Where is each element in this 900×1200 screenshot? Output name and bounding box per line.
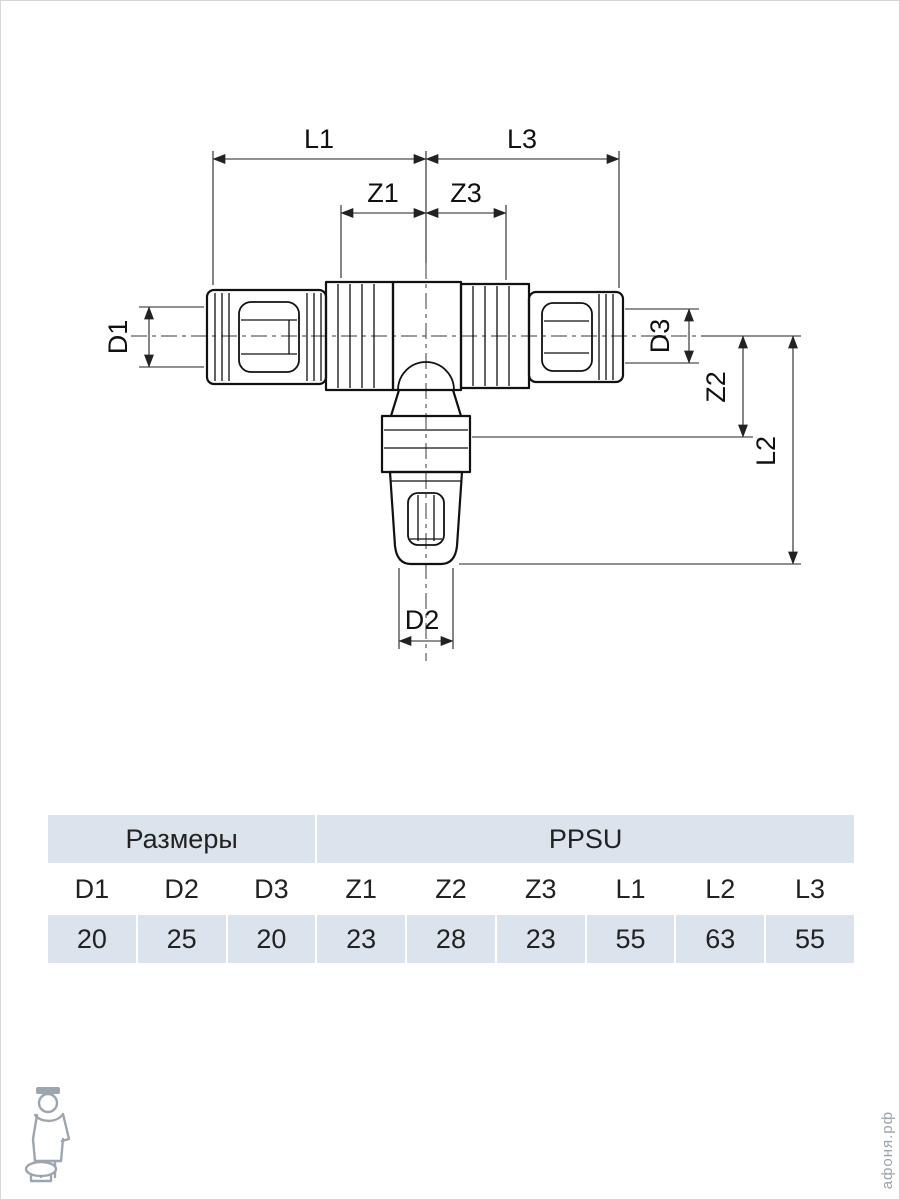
dim-label-z3: Z3: [450, 178, 482, 208]
col-header-d2: D2: [137, 865, 226, 913]
dimension-labels: L1 L3 Z1 Z3 D1 D3 Z2 L2 D2: [103, 124, 781, 635]
watermark-site-name: афоня.рф: [879, 1110, 896, 1189]
col-header-z1: Z1: [317, 865, 406, 913]
dim-label-l2: L2: [751, 436, 781, 466]
dim-label-z2: Z2: [701, 371, 731, 403]
dim-label-d2: D2: [405, 605, 440, 635]
dimension-lines: [144, 154, 798, 646]
extension-lines: [139, 151, 801, 649]
col-header-l2: L2: [676, 865, 765, 913]
technical-drawing: L1 L3 Z1 Z3 D1 D3 Z2 L2 D2: [103, 124, 801, 661]
value-z1: 23: [317, 915, 406, 963]
value-z3: 23: [496, 915, 585, 963]
col-header-z3: Z3: [496, 865, 585, 913]
dim-label-d1: D1: [103, 320, 133, 355]
fitting-outline: [205, 280, 625, 566]
value-l1: 55: [586, 915, 675, 963]
value-d2: 25: [137, 915, 226, 963]
plumber-watermark-icon: [24, 1087, 71, 1183]
value-l2: 63: [676, 915, 765, 963]
dim-label-l1: L1: [304, 124, 334, 154]
col-header-z2: Z2: [407, 865, 495, 913]
value-l3: 55: [766, 915, 854, 963]
dim-label-d3: D3: [645, 319, 675, 354]
col-header-d3: D3: [227, 865, 316, 913]
dim-label-z1: Z1: [367, 178, 399, 208]
col-header-l3: L3: [766, 865, 854, 913]
table-value-row: 20 25 20 23 28 23 55 63 55: [48, 915, 854, 963]
fitting-detail: [214, 284, 614, 541]
col-header-l1: L1: [586, 865, 675, 913]
table-group-header-row: Размеры PPSU: [48, 815, 854, 863]
table-group-sizes: Размеры: [48, 815, 316, 863]
value-d3: 20: [227, 915, 316, 963]
table-column-header-row: D1 D2 D3 Z1 Z2 Z3 L1 L2 L3: [48, 865, 854, 913]
value-z2: 28: [407, 915, 495, 963]
col-header-d1: D1: [48, 865, 136, 913]
dimensions-table: Размеры PPSU D1 D2 D3 Z1 Z2 Z3 L1 L2 L3 …: [46, 813, 856, 965]
centerlines: [131, 263, 706, 661]
table-group-material: PPSU: [317, 815, 854, 863]
dim-label-l3: L3: [507, 124, 537, 154]
value-d1: 20: [48, 915, 136, 963]
